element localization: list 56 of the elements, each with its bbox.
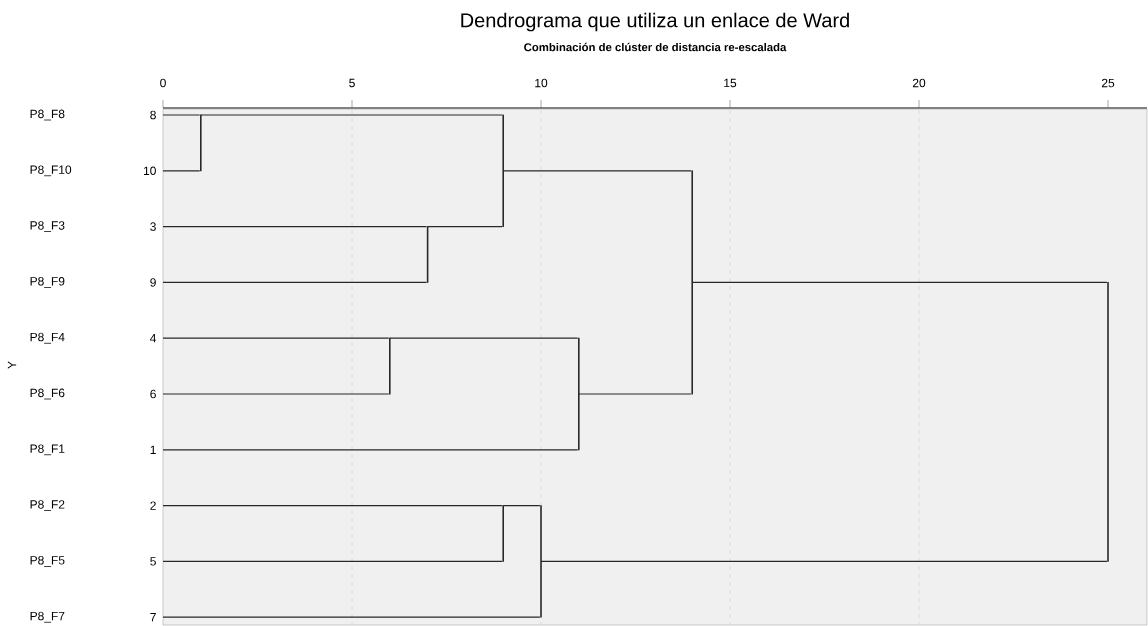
tick-label: 25 <box>1101 78 1115 88</box>
row-number: 3 <box>150 222 156 231</box>
tree-link <box>162 337 390 339</box>
tree-link <box>162 616 541 618</box>
tree-link <box>162 505 503 507</box>
merge-line <box>540 505 542 618</box>
row-number: 1 <box>150 445 156 454</box>
tick-label: 15 <box>724 78 737 88</box>
row-number: 7 <box>150 613 156 622</box>
tick-label: 10 <box>535 78 548 88</box>
chart-title: Dendrograma que utiliza un enlace de Ward <box>461 12 849 32</box>
row-label: P8_F4 <box>30 332 65 344</box>
merge-line <box>502 505 504 562</box>
tree-link <box>389 337 579 339</box>
row-number: 8 <box>150 110 156 120</box>
merge-line <box>200 114 202 172</box>
tree-link <box>691 281 1108 283</box>
row-label: P8_F2 <box>30 500 65 511</box>
row-number: 10 <box>144 166 156 176</box>
tick-label: 20 <box>912 78 926 88</box>
row-label: P8_F5 <box>30 556 65 567</box>
row-label: P8_F3 <box>30 221 65 232</box>
tree-link <box>162 393 390 395</box>
tree-link <box>427 226 503 228</box>
tree-link <box>200 114 503 116</box>
axis-title: Combinación de clúster de distancia re-escalada <box>524 42 787 52</box>
tree-link <box>162 170 201 172</box>
row-label: P8_F8 <box>30 109 65 121</box>
row-number: 5 <box>150 557 156 566</box>
row-number: 6 <box>150 389 156 399</box>
row-label: P8_F10 <box>30 165 72 177</box>
merge-line <box>691 170 693 395</box>
tree-link <box>162 560 503 562</box>
row-number: 9 <box>150 278 156 287</box>
tree-link <box>162 114 201 116</box>
merge-line <box>502 114 504 227</box>
merge-line <box>389 337 391 395</box>
row-label: P8_F1 <box>30 444 65 456</box>
tree-link <box>578 393 692 395</box>
tree-link <box>162 281 428 283</box>
row-label: P8_F9 <box>30 277 65 288</box>
tree-link <box>540 560 1108 562</box>
merge-line <box>578 337 580 451</box>
row-number: 2 <box>150 501 156 510</box>
merge-line <box>426 226 429 283</box>
tick-label: 5 <box>349 78 355 88</box>
tick-label: 0 <box>160 78 166 88</box>
row-label: P8_F6 <box>30 388 65 400</box>
row-number: 4 <box>150 334 157 343</box>
tree-link <box>502 505 541 507</box>
merge-line <box>1107 282 1109 562</box>
axis-title: Y <box>7 361 17 369</box>
tree-link <box>502 170 692 172</box>
tree-link <box>162 449 579 451</box>
row-label: P8_F7 <box>30 611 65 623</box>
tree-link <box>162 226 428 228</box>
